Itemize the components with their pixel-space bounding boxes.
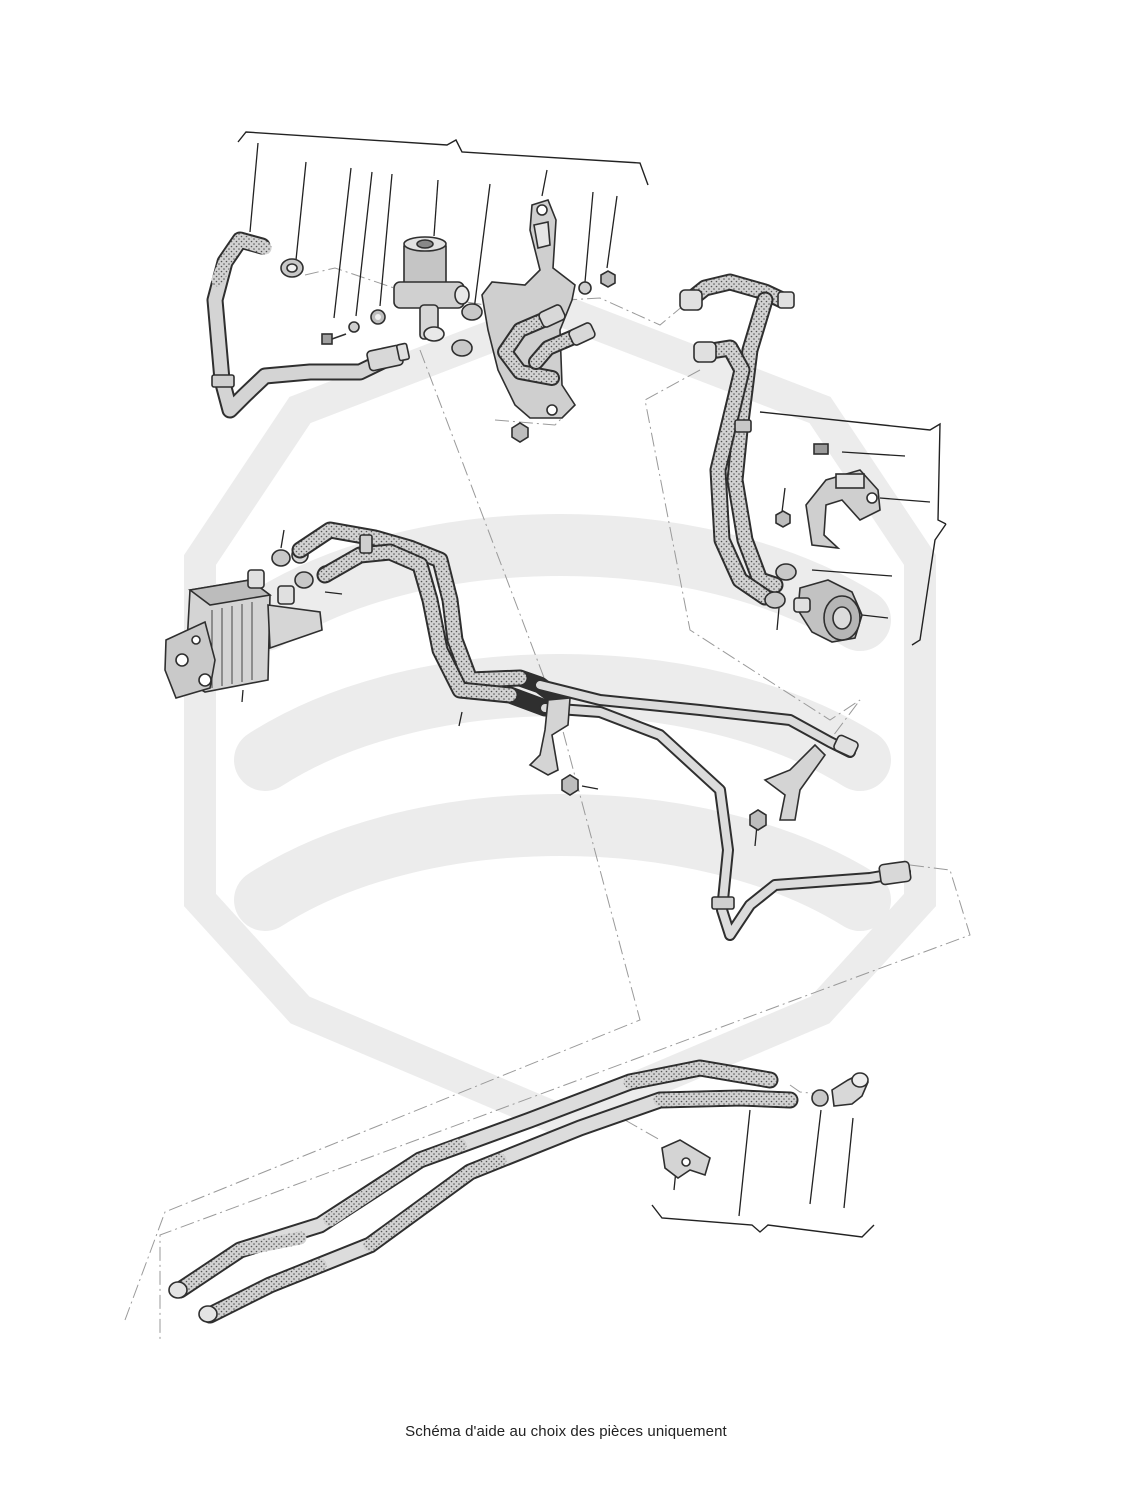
right-group-bracket-lower [911,523,947,646]
diagram-caption: Schéma d'aide au choix des pièces unique… [405,1423,727,1440]
line-support-brackets [528,697,827,831]
right-hose-assembly [679,273,795,606]
top-group-bracket [237,131,649,186]
nuts-top-right [511,270,616,443]
hose-clamp-top-left [280,258,304,278]
top-coolant-hose [206,231,410,419]
bottom-long-hoses [168,1059,799,1324]
right-group-bracket-upper [759,411,947,525]
leader-lines [241,142,931,1217]
oil-cooler [164,569,323,699]
bracket-hoses [497,304,596,386]
hose-clamps-center-top [451,303,483,357]
pump-mounting-bracket [775,443,881,550]
phantom-lines [124,267,971,1340]
middle-oil-lines [291,521,912,941]
bottom-elbow-connector [811,1072,869,1107]
bottom-group-bracket [651,1204,875,1238]
group-brackets [237,131,947,1238]
small-fasteners-top [321,309,386,345]
heater-valve [393,236,470,342]
bottom-hose-clip [661,1139,711,1179]
auxiliary-water-pump [764,563,863,643]
